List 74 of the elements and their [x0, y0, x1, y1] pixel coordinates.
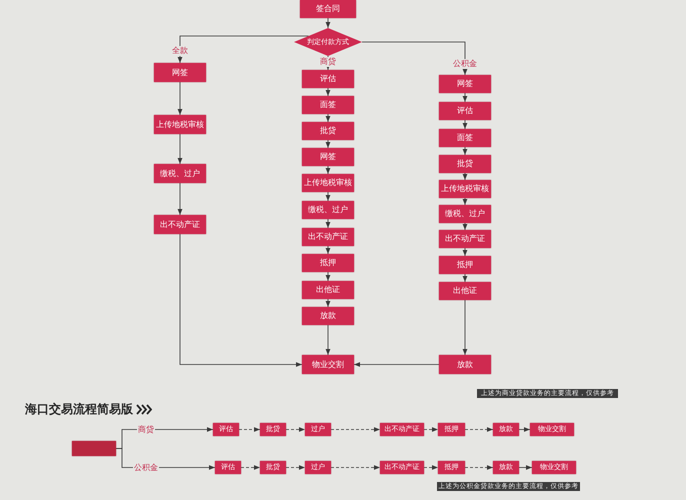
arrow [462, 248, 468, 256]
arrow [178, 82, 182, 116]
process-box: 抵押 [302, 254, 354, 272]
arrow [518, 465, 532, 470]
arrow [462, 172, 468, 180]
section-heading: 海口交易流程简易版 [25, 403, 133, 415]
edge-label: 公积金 [452, 59, 478, 69]
process-box: 出不动产证 [439, 230, 491, 248]
process-box: 缴税、过户 [302, 201, 354, 219]
process-box: 签合同 [300, 0, 356, 18]
arrow [518, 427, 530, 432]
arrow [462, 120, 468, 130]
arrow [330, 465, 380, 470]
arrow [286, 465, 306, 470]
arrow [326, 324, 330, 356]
arrow [326, 192, 330, 202]
process-box: 放款 [439, 355, 491, 374]
edge-label: 公积金 [133, 462, 159, 472]
arrow [462, 146, 468, 156]
arrow [326, 246, 330, 254]
arrow [178, 134, 182, 164]
arrow [326, 140, 330, 148]
arrow [462, 300, 468, 356]
process-box: 批贷 [302, 122, 354, 140]
process-box: 放款 [302, 307, 354, 325]
arrow [330, 427, 380, 432]
arrow [326, 166, 330, 174]
arrow [178, 36, 309, 64]
process-box: 上传地税审核 [302, 174, 354, 192]
arrow [326, 56, 330, 70]
arrow [326, 298, 330, 308]
process-box: 出他证 [439, 282, 491, 300]
arrow [286, 427, 306, 432]
process-box: 物业交割 [302, 355, 354, 374]
process-box: 缴税、过户 [439, 205, 491, 223]
process-box: 网签 [439, 75, 491, 93]
arrow [462, 92, 468, 102]
arrow [326, 88, 330, 96]
process-box [72, 441, 116, 456]
process-box: 面签 [439, 129, 491, 147]
arrow [462, 198, 468, 206]
process-box: 上传地税审核 [439, 180, 491, 198]
edge-label: 商贷 [319, 57, 337, 67]
process-box: 评估 [302, 70, 354, 88]
edge-label: 全款 [171, 46, 189, 56]
arrow [462, 274, 468, 282]
edge-label: 商贷 [137, 424, 155, 434]
arrow [424, 465, 438, 470]
process-box: 面签 [302, 96, 354, 114]
arrow [326, 218, 330, 228]
arrow [464, 427, 494, 432]
process-box: 抵押 [439, 256, 491, 274]
arrow [238, 427, 260, 432]
process-box: 评估 [439, 102, 491, 120]
process-box: 上传地税审核 [154, 115, 206, 134]
arrow [424, 427, 438, 432]
arrow [462, 222, 468, 230]
arrow [326, 18, 330, 28]
arrow [180, 234, 302, 367]
process-box: 批贷 [439, 155, 491, 173]
process-box: 出他证 [302, 281, 354, 299]
process-box: 缴税、过户 [154, 164, 206, 183]
arrow [178, 182, 182, 216]
process-box: 网签 [302, 148, 354, 166]
arrow [362, 42, 468, 76]
arrow [354, 362, 440, 367]
process-box: 网签 [154, 63, 206, 82]
process-box: 出不动产证 [302, 228, 354, 246]
arrow [464, 465, 494, 470]
arrow [240, 465, 260, 470]
arrow [326, 272, 330, 282]
arrow [326, 114, 330, 122]
process-box: 出不动产证 [154, 215, 206, 234]
arrow [116, 448, 216, 470]
